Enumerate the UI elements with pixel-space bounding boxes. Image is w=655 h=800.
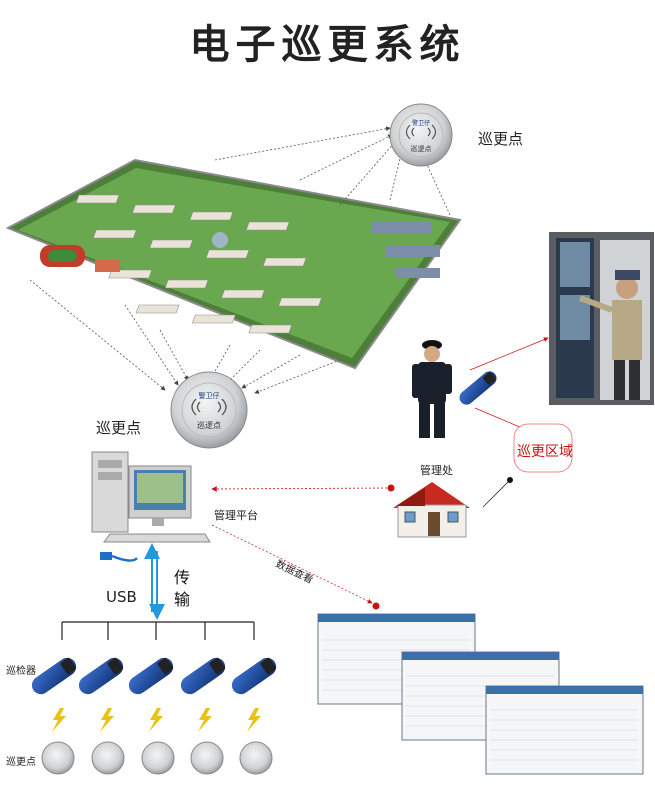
lightning-icon [149,708,163,732]
patrol-checkpoint-icon [141,741,175,775]
guard-photo [549,232,654,405]
patrol-reader-icon [180,657,226,695]
lightning-icon [52,708,66,732]
patrol-reader-row [31,657,277,695]
patrol-checkpoint-icon [41,741,75,775]
patrol-checkpoint-icon [239,741,273,775]
residential-area-map [5,158,462,370]
patrol-reader-icon [31,657,77,695]
data-view-label: 数据查看 [274,557,316,586]
patrol-reader-icon [78,657,124,695]
device-bus [61,621,255,640]
checkpoint-row-label: 巡更点 [6,757,36,768]
guard-icon [412,340,452,438]
software-window-icon [485,685,644,775]
checkpoint-label: 巡更点 [478,130,524,148]
patrol-reader-icon [128,657,174,695]
lightning-icon [198,708,212,732]
lightning-row [52,708,261,732]
patrol-reader-icon [231,657,277,695]
patrol-checkpoint-icon [190,741,224,775]
device-text-bottom: 巡逻点 [197,420,221,430]
patrol-reader-icon [459,371,497,405]
lightning-icon [247,708,261,732]
checkpoint-label-2: 巡更点 [96,419,142,437]
patrol-checkpoint-icon [91,741,125,775]
usb-cable-icon [100,552,138,562]
patrol-checkpoint-icon [389,103,453,167]
usb-label: USB [106,588,137,606]
device-text-bottom: 巡逻点 [411,144,432,153]
transfer-label: 传输 [174,568,191,609]
device-text-top: 警卫仔 [199,391,220,400]
house-icon [393,482,470,538]
device-text-top: 警卫仔 [412,119,430,127]
page-title: 电子巡更系统 [189,21,466,68]
lightning-icon [100,708,114,732]
computer-icon [91,451,211,543]
patrol-area-label: 巡更区域 [517,444,573,460]
patrol-checkpoint-icon [170,371,248,449]
management-platform-label: 管理平台 [214,509,258,522]
patroller-label: 巡检器 [6,666,36,677]
checkpoint-row [41,741,273,775]
management-office-label: 管理处 [420,464,453,477]
